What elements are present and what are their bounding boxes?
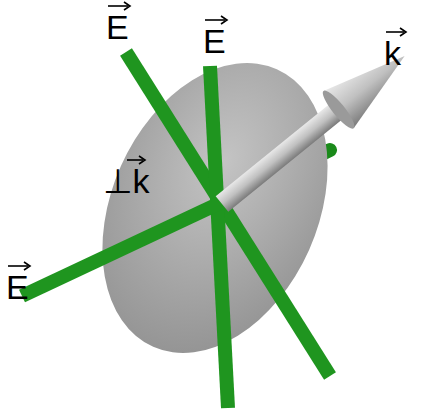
vector-symbol: E [6, 262, 29, 304]
vector-label: ⊥k [103, 156, 150, 198]
e-field-rods [22, 52, 330, 408]
vector-label: E [6, 262, 29, 304]
vector-symbol: k [384, 28, 401, 70]
vector-symbol: E [106, 2, 129, 44]
vector-label: E [203, 16, 226, 58]
vector-label: E [106, 2, 129, 44]
vector-label: k [384, 28, 401, 70]
vector-symbol: ⊥k [103, 156, 150, 198]
vector-symbol: E [203, 16, 226, 58]
